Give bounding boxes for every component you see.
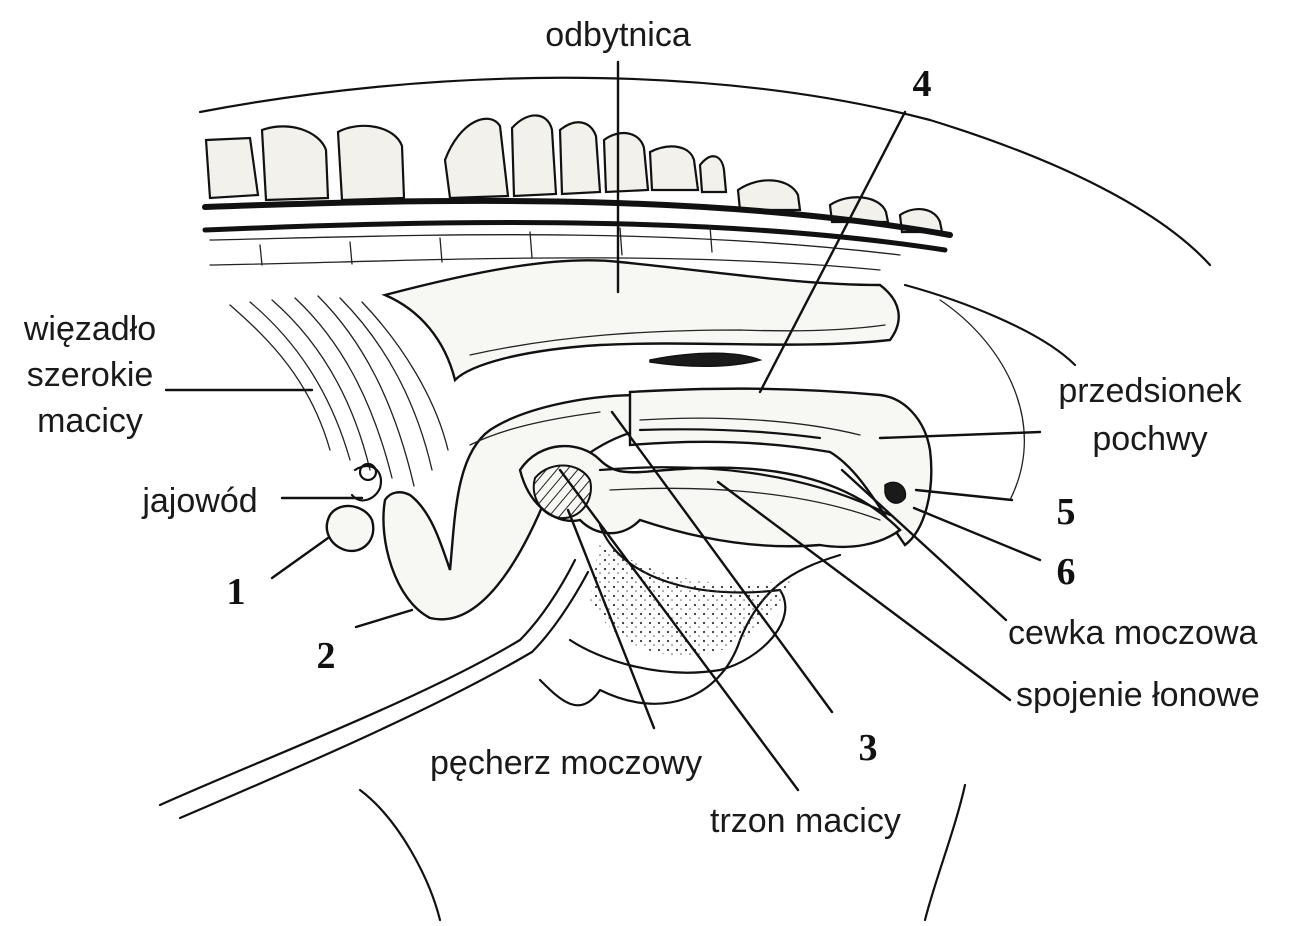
leader-3: [612, 412, 832, 712]
callout-4: 4: [913, 63, 932, 105]
callout-3: 3: [859, 727, 878, 769]
leader-2: [356, 610, 412, 627]
callout-2: 2: [317, 635, 336, 677]
label-oviduct: jajowód: [141, 482, 257, 520]
label-vestibule-line1: przedsionek: [1058, 372, 1242, 410]
leader-4: [760, 112, 905, 392]
label-bladder: pęcherz moczowy: [430, 744, 702, 782]
label-broad-ligament-line1: więzadło: [23, 310, 156, 348]
label-rectum: odbytnica: [545, 16, 691, 54]
ovary-shape: [327, 464, 381, 551]
label-urethra: cewka moczowa: [1008, 614, 1258, 652]
label-broad-ligament-line3: macicy: [37, 402, 143, 440]
callout-1: 1: [227, 571, 246, 613]
label-pubic-symphysis: spojenie łonowe: [1016, 676, 1260, 714]
callout-6: 6: [1057, 551, 1076, 593]
label-vestibule-line2: pochwy: [1092, 420, 1207, 458]
label-uterine-body: trzon macicy: [710, 802, 901, 840]
rectum-shape: [385, 260, 899, 380]
label-broad-ligament-line2: szerokie: [27, 356, 154, 394]
spine: [205, 115, 950, 270]
callout-5: 5: [1057, 491, 1076, 533]
leader-1: [272, 538, 328, 578]
